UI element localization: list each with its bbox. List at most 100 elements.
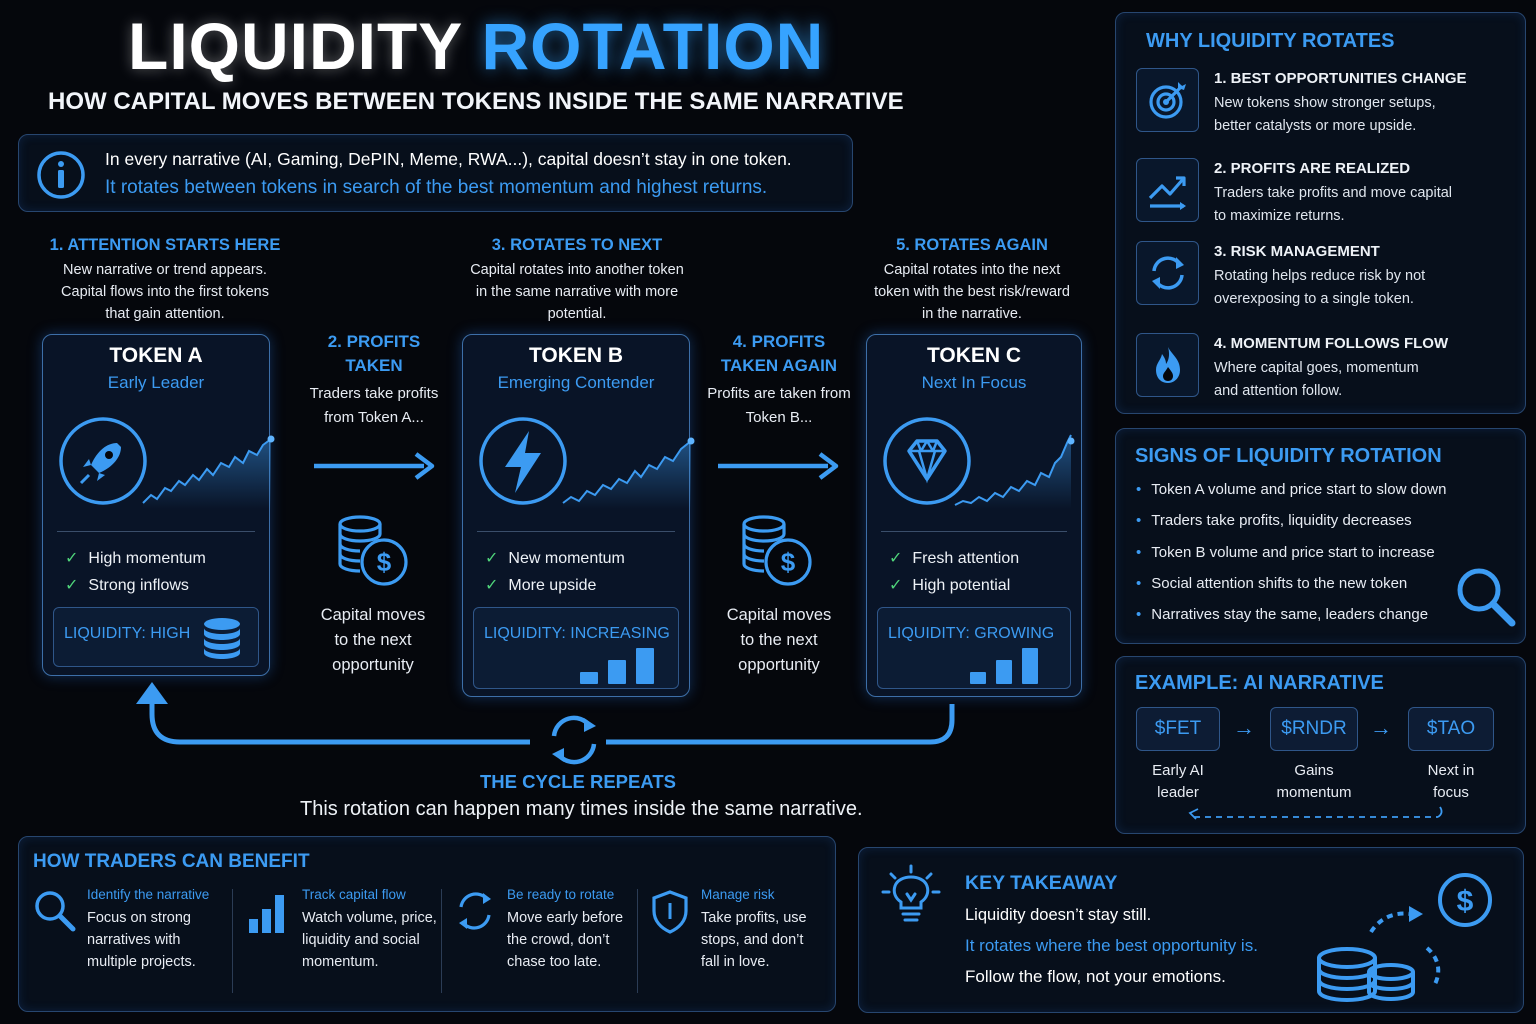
benefit-separator [441, 889, 442, 993]
sparkline-b [561, 433, 695, 509]
step-3-line: potential. [547, 306, 607, 322]
takeaway-line1: Liquidity doesn’t stay still. [965, 906, 1152, 924]
why-line: New tokens show stronger setups, [1214, 95, 1436, 111]
check-icon: ✓ [889, 550, 903, 567]
magnifier-icon [33, 889, 77, 933]
step-3-title: 3. ROTATES TO NEXT [491, 236, 663, 254]
profits-caption: to the next [334, 631, 412, 649]
title-part2: ROTATION [481, 9, 825, 83]
cycle-loop-connector [0, 0, 1000, 780]
profits-caption: opportunity [738, 656, 820, 674]
signs-title: SIGNS OF LIQUIDITY ROTATION [1135, 445, 1442, 467]
profits-title: 2. PROFITS [327, 332, 421, 351]
step-5-title: 5. ROTATES AGAIN [896, 236, 1048, 254]
check-icon: ✓ [889, 577, 903, 594]
benefit-line: fall in love. [701, 954, 770, 970]
benefit-separator [637, 889, 638, 993]
benefit-line: Focus on strong [87, 910, 191, 926]
loop-back-arrow-icon [1186, 805, 1446, 825]
list-item: •Social attention shifts to the new toke… [1136, 574, 1408, 592]
refresh-icon [1136, 241, 1199, 305]
step-1-line: Capital flows into the first tokens [61, 284, 269, 300]
step-3-caption: 3. ROTATES TO NEXT Capital rotates into … [450, 236, 704, 325]
token-name: TOKEN B [528, 344, 624, 367]
token-card-b: TOKEN B Emerging Contender ✓New momentum… [462, 334, 695, 697]
token-card-a: TOKEN A Early Leader ✓High momentum ✓Str… [42, 334, 275, 676]
ticker-tao: $TAO [1408, 707, 1494, 751]
liquidity-box: LIQUIDITY: INCREASING [473, 607, 679, 689]
lightbulb-icon [879, 864, 943, 928]
magnifier-icon [1454, 565, 1516, 627]
svg-text:$: $ [781, 547, 796, 577]
arrow-right-icon: → [1233, 715, 1255, 740]
card-divider [477, 531, 675, 532]
why-panel: WHY LIQUIDITY ROTATES 1. BEST OPPORTUNIT… [1115, 12, 1526, 414]
why-line: better catalysts or more upside. [1214, 118, 1417, 134]
benefit-line: liquidity and social [302, 932, 420, 948]
why-item-title: 2. PROFITS ARE REALIZED [1214, 160, 1411, 177]
liquidity-box: LIQUIDITY: HIGH [53, 607, 259, 667]
token-card-c: TOKEN C Next In Focus ✓Fresh attention ✓… [866, 334, 1082, 697]
liquidity-box: LIQUIDITY: GROWING [877, 607, 1071, 689]
liquidity-label: LIQUIDITY: INCREASING [484, 625, 670, 642]
liquidity-label: LIQUIDITY: HIGH [64, 625, 191, 642]
check-item: ✓Fresh attention [889, 550, 1020, 567]
cycle-title: THE CYCLE REPEATS [480, 771, 676, 792]
benefit-item-title: Be ready to rotate [507, 887, 615, 902]
coins-dollar-icon: $ [1311, 868, 1511, 1008]
benefit-item: Track capital flow Watch volume, price,l… [302, 887, 437, 973]
svg-text:$: $ [377, 547, 392, 577]
step-1-line: that gain attention. [105, 306, 225, 322]
why-line: Traders take profits and move capital [1214, 185, 1453, 201]
token-name: TOKEN C [926, 344, 1022, 367]
benefit-item: Manage risk Take profits, use stops, and … [701, 887, 807, 973]
benefit-item-title: Identify the narrative [87, 887, 210, 902]
why-line: and attention follow. [1214, 383, 1343, 399]
benefit-line: stops, and don’t [701, 932, 804, 948]
benefit-panel: HOW TRADERS CAN BENEFIT Identify the nar… [18, 836, 836, 1012]
token-role: Early Leader [107, 373, 205, 392]
profits-title: TAKEN AGAIN [720, 356, 838, 375]
profits-caption: Capital moves [726, 606, 832, 624]
step-3-line: Capital rotates into another token [470, 262, 684, 278]
benefit-line: chase too late. [507, 954, 602, 970]
profits-caption: opportunity [332, 656, 414, 674]
shield-icon [649, 889, 691, 935]
check-item: ✓High potential [889, 577, 1011, 594]
card-divider [57, 531, 255, 532]
check-item: ✓High momentum [65, 550, 206, 567]
profits-desc: from Token A... [324, 409, 424, 426]
why-item-title: 1. BEST OPPORTUNITIES CHANGE [1214, 70, 1467, 87]
rocket-icon [57, 415, 149, 507]
benefit-item-title: Manage risk [701, 887, 775, 902]
step-1-title: 1. ATTENTION STARTS HERE [49, 236, 281, 254]
check-item: ✓New momentum [485, 550, 625, 567]
profits-desc: Profits are taken from [707, 385, 851, 402]
benefit-line: narratives with [87, 932, 181, 948]
token-name: TOKEN A [109, 344, 203, 367]
benefit-item: Identify the narrative Focus on strong na… [87, 887, 209, 973]
step-1-caption: 1. ATTENTION STARTS HERE New narrative o… [38, 236, 292, 325]
coins-icon: $ [334, 514, 414, 586]
why-line: Where capital goes, momentum [1214, 360, 1419, 376]
benefit-line: Watch volume, price, [302, 910, 437, 926]
step-5-caption: 5. ROTATES AGAIN Capital rotates into th… [845, 236, 1099, 325]
list-item: •Token B volume and price start to incre… [1136, 543, 1435, 561]
profits-title: TAKEN [345, 356, 403, 375]
title-part1: LIQUIDITY [128, 9, 463, 83]
arrow-right-icon [716, 449, 842, 483]
intro-panel: In every narrative (AI, Gaming, DePIN, M… [18, 134, 853, 212]
benefit-line: the crowd, don’t [507, 932, 610, 948]
profits-desc: Token B... [745, 409, 813, 426]
benefit-line: Take profits, use [701, 910, 807, 926]
signs-panel: SIGNS OF LIQUIDITY ROTATION •Token A vol… [1115, 428, 1526, 644]
takeaway-line2: It rotates where the best opportunity is… [965, 936, 1258, 955]
arrow-right-icon: → [1370, 715, 1392, 740]
takeaway-title: KEY TAKEAWAY [965, 872, 1118, 894]
why-title: WHY LIQUIDITY ROTATES [1146, 30, 1395, 52]
intro-line2: It rotates between tokens in search of t… [105, 177, 768, 198]
signs-list: •Token A volume and price start to slow … [1136, 481, 1446, 637]
